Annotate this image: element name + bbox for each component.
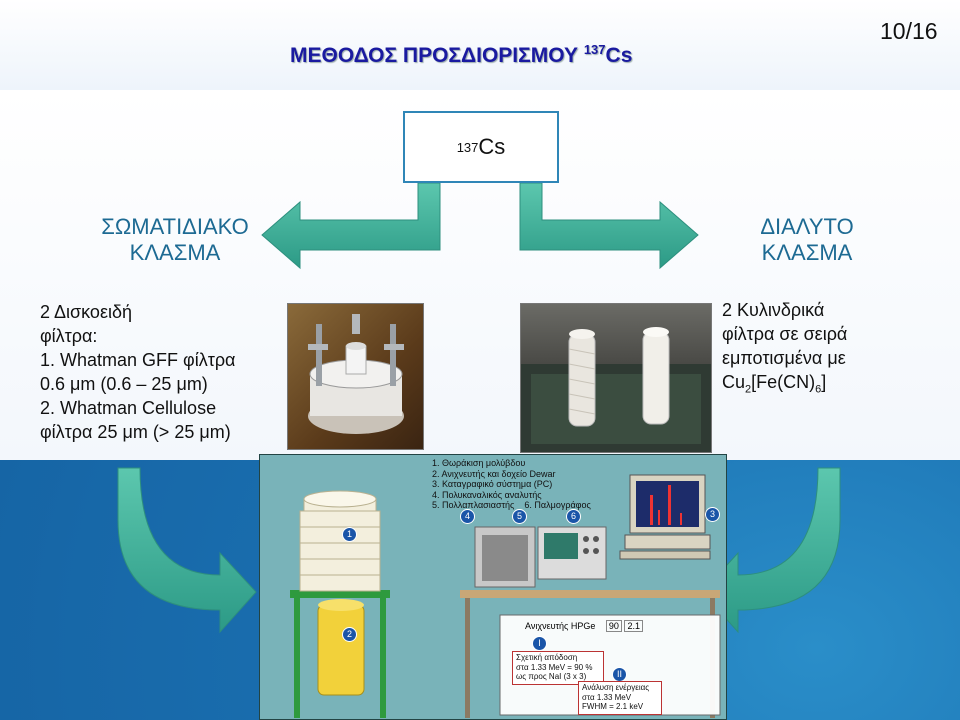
cylindrical-filters-photo xyxy=(520,303,712,453)
right-flow-arrow xyxy=(519,182,699,270)
disc-filters-description: 2 Δισκοειδή φίλτρα: 1. Whatman GFF φίλτρ… xyxy=(40,302,236,442)
marker-pc: 3 xyxy=(705,507,720,522)
filter-holder-illustration xyxy=(308,314,404,434)
hpge-detector-diagram: 1. Θωράκιση μολύβδου 2. Ανιχνευτής και δ… xyxy=(259,454,727,720)
left-flow-arrow xyxy=(261,182,441,270)
marker-shield: 1 xyxy=(342,527,357,542)
efficiency-info: Σχετική απόδοση στα 1.33 MeV = 90 % ως π… xyxy=(512,651,604,685)
marker-resolution: II xyxy=(612,667,627,682)
diagram-legend: 1. Θωράκιση μολύβδου 2. Ανιχνευτής και δ… xyxy=(432,458,591,510)
bottom-left-arrow xyxy=(117,467,257,634)
marker-amplifier: 5 xyxy=(512,509,527,524)
resolution-info: Ανάλυση ενέργειας στα 1.33 MeV FWHM = 2.… xyxy=(578,681,662,715)
slide-title: ΜΕΘΟΔΟΣ ΠΡΟΣΔΙΟΡΙΣΜΟΥ 137Cs xyxy=(290,42,633,67)
page-number: 10/16 xyxy=(880,18,938,44)
detector-label: Ανιχνευτής HPGe 90 2.1 xyxy=(525,620,643,632)
marker-mca: 4 xyxy=(460,509,475,524)
marker-efficiency: I xyxy=(532,636,547,651)
cylindrical-filters-description: 2 Κυλινδρικά φίλτρα σε σειρά εμποτισμένα… xyxy=(722,300,848,396)
cartridges-illustration xyxy=(521,327,711,452)
marker-oscilloscope: 6 xyxy=(566,509,581,524)
title-bar xyxy=(0,0,960,90)
disc-filter-holder-photo xyxy=(287,303,424,450)
marker-detector: 2 xyxy=(342,627,357,642)
